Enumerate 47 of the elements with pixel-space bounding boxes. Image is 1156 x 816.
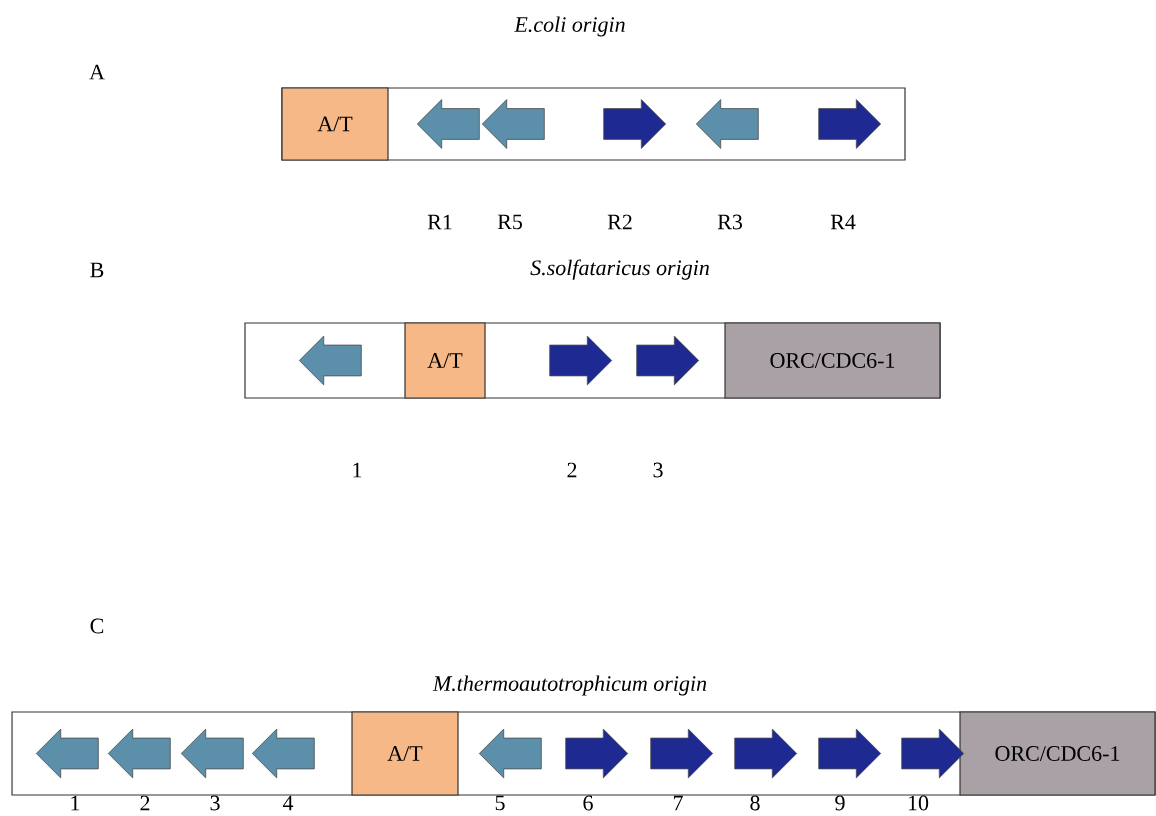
repeat-label: 8 xyxy=(750,795,760,811)
node-label: M.thermoautotrophicum origin xyxy=(432,675,707,696)
repeat-label: 10 xyxy=(908,795,929,811)
at-rich-box: A/T xyxy=(281,87,389,161)
panel-letter: A xyxy=(89,64,105,80)
at-rich-box: A/T xyxy=(404,322,486,399)
repeat-sequence-marker xyxy=(650,728,714,779)
repeat-label: R5 xyxy=(497,214,522,230)
repeat-label: R1 xyxy=(427,214,452,230)
gene-box: ORC/CDC6-1 xyxy=(959,711,1156,796)
repeat-sequence-marker xyxy=(695,99,759,149)
repeat-sequence-marker xyxy=(251,728,315,779)
repeat-label: 1 xyxy=(71,795,80,811)
repeat-sequence-marker xyxy=(416,99,480,149)
panel-letter: C xyxy=(90,618,104,634)
repeat-sequence-marker xyxy=(478,728,542,779)
repeat-sequence-marker xyxy=(636,335,700,386)
repeat-sequence-marker xyxy=(565,728,629,779)
repeat-label: 9 xyxy=(835,795,845,811)
repeat-label: 5 xyxy=(495,795,505,811)
repeat-label: R2 xyxy=(607,214,632,230)
repeat-label: 3 xyxy=(210,795,220,811)
repeat-sequence-marker xyxy=(481,99,545,149)
gene-box: ORC/CDC6-1 xyxy=(724,322,941,399)
repeat-label: 4 xyxy=(282,795,294,811)
repeat-label: R4 xyxy=(830,214,856,230)
repeat-label: R3 xyxy=(717,214,742,230)
repeat-sequence-marker xyxy=(818,728,882,779)
repeat-sequence-marker xyxy=(603,99,667,149)
repeat-sequence-marker xyxy=(901,728,965,779)
node-label: S.solfataricus origin xyxy=(530,259,709,280)
repeat-label: 2 xyxy=(567,462,577,478)
repeat-sequence-marker xyxy=(818,99,882,149)
repeat-label: 3 xyxy=(653,462,663,478)
repeat-label: 7 xyxy=(673,795,683,811)
repeat-label: 6 xyxy=(583,795,593,811)
repeat-sequence-marker xyxy=(180,728,244,779)
repeat-sequence-marker xyxy=(734,728,798,779)
repeat-label: 1 xyxy=(353,462,362,478)
repeat-sequence-marker xyxy=(298,335,362,386)
panel-letter: B xyxy=(90,262,104,278)
repeat-sequence-marker xyxy=(549,335,613,386)
at-rich-box: A/T xyxy=(351,711,459,796)
repeat-sequence-marker xyxy=(35,728,99,779)
node-label: E.coli origin xyxy=(514,16,625,37)
repeat-label: 2 xyxy=(140,795,150,811)
repeat-sequence-marker xyxy=(107,728,171,779)
